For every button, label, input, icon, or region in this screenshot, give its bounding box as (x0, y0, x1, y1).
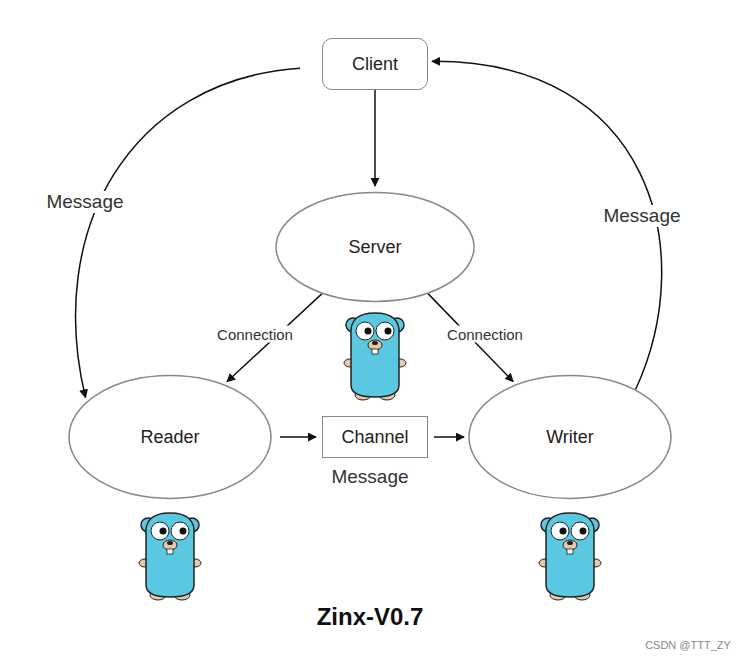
diagram-title: Zinx-V0.7 (317, 603, 424, 631)
connector-arrow (76, 68, 301, 397)
node-label: Writer (546, 427, 594, 448)
edge-label: Connection (215, 326, 295, 343)
channel-box: Channel (322, 416, 428, 458)
client-box: Client (322, 38, 428, 90)
server-ellipse: Server (275, 192, 475, 302)
writer-ellipse: Writer (468, 375, 672, 499)
edge-label: Connection (445, 326, 525, 343)
channel-caption: Message (331, 466, 408, 488)
edge-label: Message (601, 205, 682, 227)
reader-ellipse: Reader (68, 375, 272, 499)
connector-arrow (434, 436, 464, 438)
edge-label: Message (44, 191, 125, 213)
connector-arrow (374, 90, 376, 186)
connector-arrow (280, 436, 316, 438)
node-label: Client (352, 54, 398, 75)
node-label: Reader (140, 427, 199, 448)
node-label: Channel (341, 427, 408, 448)
node-label: Server (348, 237, 401, 258)
watermark: CSDN @TTT_ZY (645, 639, 731, 651)
